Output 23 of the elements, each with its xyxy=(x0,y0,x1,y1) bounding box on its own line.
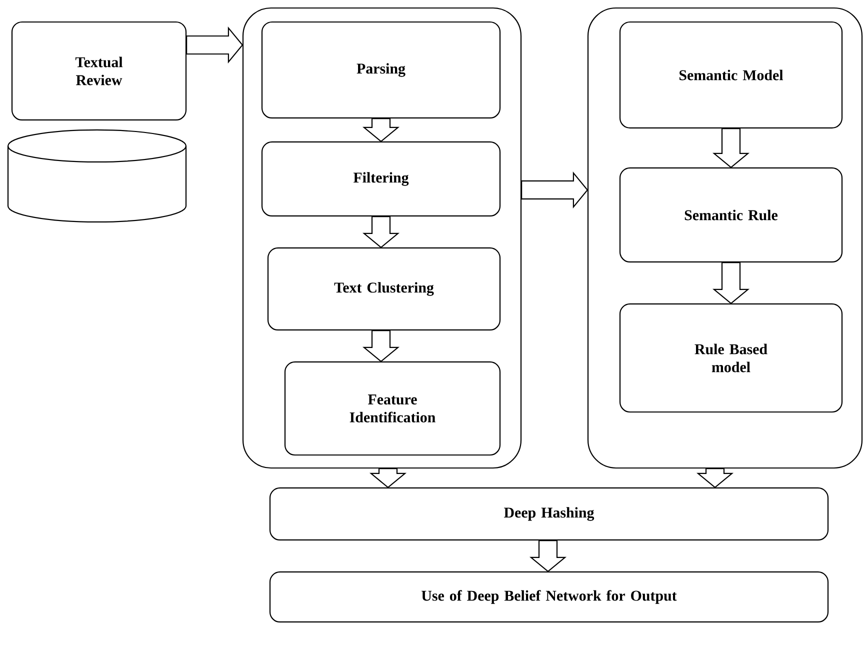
group-box xyxy=(587,7,863,469)
process-box: Rule Based model xyxy=(619,303,843,413)
process-box: Textual Review xyxy=(11,21,187,121)
process-box: Filtering xyxy=(261,141,501,217)
block-arrow xyxy=(362,216,400,248)
process-box: Deep Hashing xyxy=(269,487,829,541)
block-arrow xyxy=(362,330,400,362)
process-box: Use of Deep Belief Network for Output xyxy=(269,571,829,623)
block-arrow xyxy=(521,171,588,209)
process-box: Feature Identification xyxy=(284,361,501,456)
block-arrow xyxy=(369,468,407,488)
process-box: Parsing xyxy=(261,21,501,119)
database-cylinder xyxy=(7,129,187,223)
process-box: Semantic Rule xyxy=(619,167,843,263)
block-arrow xyxy=(362,118,400,142)
group-box xyxy=(242,7,522,469)
block-arrow xyxy=(712,128,750,168)
block-arrow xyxy=(696,468,734,488)
process-box: Semantic Model xyxy=(619,21,843,129)
process-box: Text Clustering xyxy=(267,247,501,331)
block-arrow xyxy=(712,262,750,304)
block-arrow xyxy=(186,26,244,64)
block-arrow xyxy=(529,540,567,572)
